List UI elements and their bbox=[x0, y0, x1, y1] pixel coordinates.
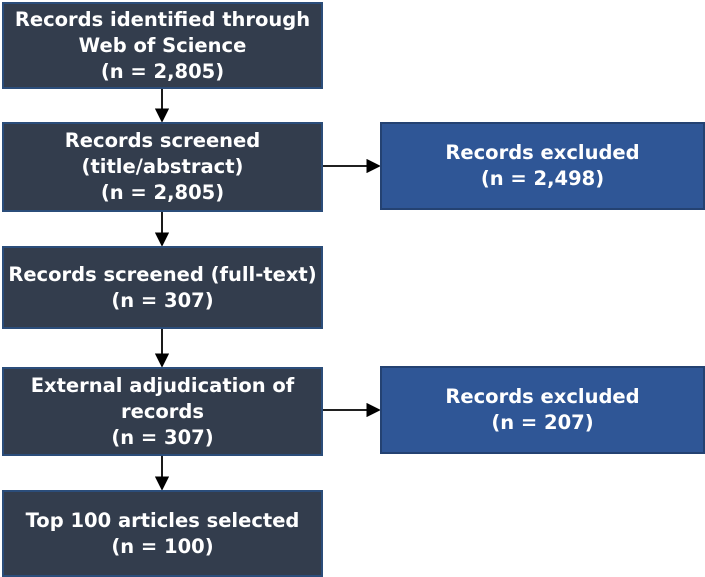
box-line: Records excluded bbox=[445, 385, 640, 408]
records-excluded-box-2: Records excluded (n = 207) bbox=[380, 366, 705, 454]
box-line: (title/abstract) bbox=[81, 155, 244, 178]
box-line: (n = 307) bbox=[111, 425, 214, 449]
records-excluded-box-1: Records excluded (n = 2,498) bbox=[380, 122, 705, 210]
top-100-selected-box: Top 100 articles selected (n = 100) bbox=[2, 490, 323, 577]
box-line: (n = 100) bbox=[111, 534, 214, 558]
box-line: Records screened (full-text) bbox=[8, 262, 317, 286]
box-line: records bbox=[121, 399, 204, 423]
box-line: (n = 2,805) bbox=[100, 59, 225, 83]
box-line: Records excluded bbox=[445, 141, 640, 164]
box-line: External adjudication of bbox=[30, 373, 295, 397]
records-screened-title-box: Records screened (title/abstract) (n = 2… bbox=[2, 122, 323, 212]
records-screened-fulltext-box: Records screened (full-text) (n = 307) bbox=[2, 246, 323, 329]
box-line: (n = 207) bbox=[491, 411, 594, 434]
box-line: Top 100 articles selected bbox=[25, 508, 300, 532]
box-line: Records screened bbox=[64, 129, 261, 152]
box-line: (n = 307) bbox=[111, 288, 214, 312]
records-identified-box: Records identified through Web of Scienc… bbox=[2, 2, 323, 89]
box-line: (n = 2,498) bbox=[480, 167, 605, 190]
box-line: Records identified through bbox=[14, 7, 311, 31]
box-line: Web of Science bbox=[78, 33, 247, 57]
external-adjudication-box: External adjudication of records (n = 30… bbox=[2, 367, 323, 456]
box-line: (n = 2,805) bbox=[100, 181, 225, 204]
